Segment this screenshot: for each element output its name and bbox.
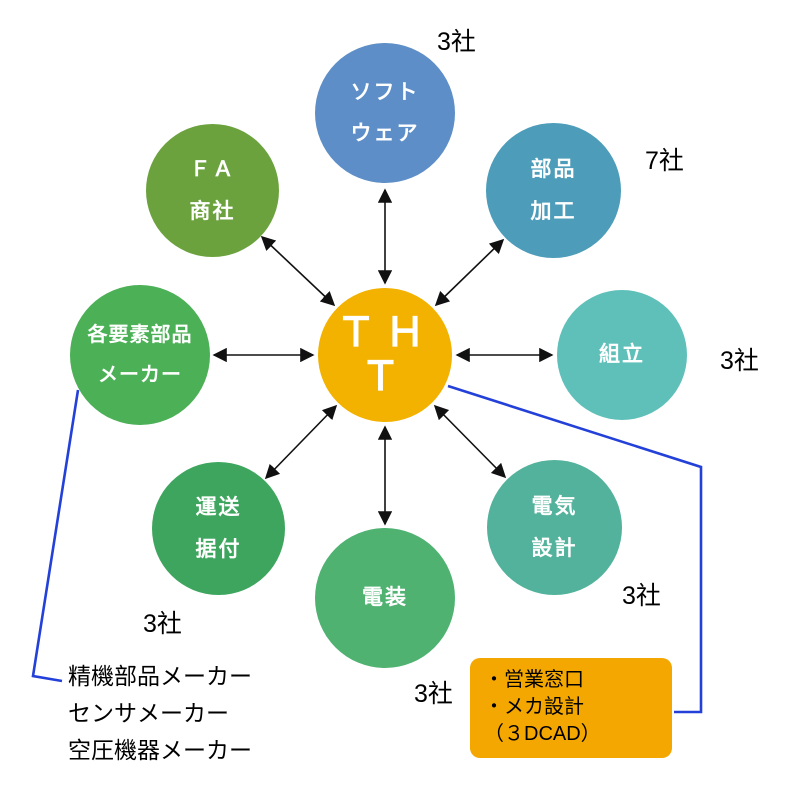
node-software-label: ソフト ウェア	[350, 80, 420, 145]
node-parts-machining: 部品 加工	[486, 123, 621, 258]
node-assembly-label: 組立	[599, 343, 645, 367]
note-line: 空圧機器メーカー	[68, 737, 252, 763]
note-tht-roles-box: ・営業窓口 ・メカ設計 （３DCAD）	[470, 658, 672, 758]
count-denso: 3社	[414, 680, 453, 708]
node-assembly: 組立	[557, 290, 687, 420]
node-fa-trading: ＦＡ 商社	[146, 124, 279, 257]
arrow-center-parts	[434, 238, 505, 307]
node-denso-label: 電装	[362, 586, 408, 610]
note-line: （３DCAD）	[484, 723, 601, 745]
node-component-makers-label: 各要素部品 メーカー	[87, 324, 193, 386]
arrow-center-elec-design	[433, 404, 507, 479]
connector-center-notebox	[447, 384, 703, 714]
count-electrical-design: 3社	[622, 582, 661, 610]
count-software: 3社	[437, 28, 476, 56]
note-line: ・営業窓口	[484, 669, 584, 691]
node-electrical-design-label: 電気 設計	[531, 495, 578, 560]
count-assembly: 3社	[720, 347, 759, 375]
arrow-center-fa	[260, 235, 336, 307]
node-parts-label: 部品 加工	[530, 158, 577, 223]
node-tht-center: ＴＨＴ	[318, 288, 452, 422]
note-line: ・メカ設計	[484, 696, 584, 718]
node-electrical-design: 電気 設計	[487, 460, 622, 595]
node-component-makers: 各要素部品 メーカー	[70, 285, 210, 425]
node-transport-install: 運送 据付	[152, 462, 285, 595]
count-parts-machining: 7社	[645, 147, 684, 175]
connector-components-note	[31, 389, 80, 683]
note-line: 精機部品メーカー	[68, 663, 252, 689]
note-line: センサメーカー	[68, 700, 229, 726]
count-transport: 3社	[143, 610, 182, 638]
node-software: ソフト ウェア	[315, 43, 455, 183]
arrow-center-transport	[264, 404, 338, 480]
node-tht-label: ＴＨＴ	[336, 311, 434, 399]
note-component-makers: 精機部品メーカー センサメーカー 空圧機器メーカー	[68, 658, 252, 769]
node-fa-trading-label: ＦＡ 商社	[189, 158, 236, 223]
node-transport-label: 運送 据付	[195, 496, 242, 561]
node-denso: 電装	[315, 528, 455, 668]
